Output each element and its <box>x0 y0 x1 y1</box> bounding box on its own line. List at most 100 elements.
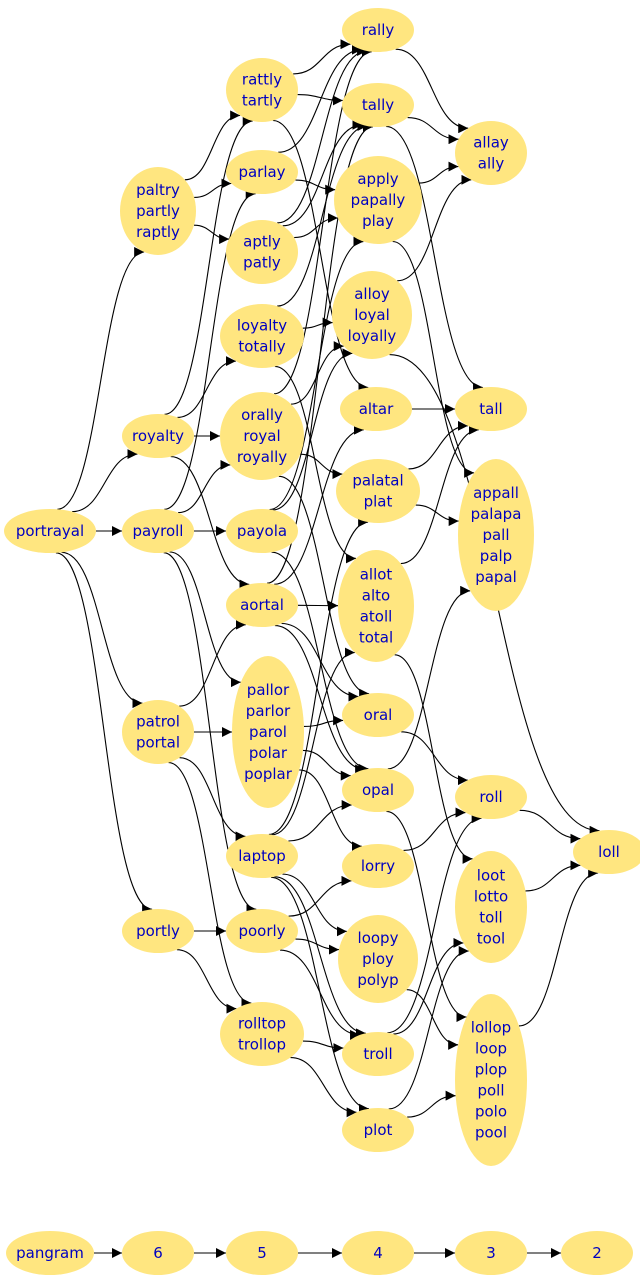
node-shape <box>122 700 194 764</box>
node-label: 4 <box>373 1244 383 1262</box>
edge-royalty-rattly <box>164 115 253 415</box>
node-shape <box>338 550 414 662</box>
node-label: polyp <box>357 971 398 989</box>
node-label: loyalty <box>237 317 287 335</box>
node-label: poplar <box>244 765 293 783</box>
edge-pallor-lorry <box>299 769 362 852</box>
node-shape <box>342 693 414 737</box>
node-label: loyal <box>354 306 390 324</box>
node-plot: plot <box>342 1108 414 1152</box>
edge-portrayal-royalty <box>71 449 138 513</box>
edge-roll-loll <box>519 809 581 844</box>
edge-apply-allay <box>418 161 459 184</box>
node-label: 2 <box>592 1244 602 1262</box>
node-label: oral <box>364 706 393 724</box>
node-shape <box>220 304 304 368</box>
node-label: patrol <box>136 713 180 731</box>
node-label: royalty <box>132 427 184 445</box>
edge-aortal-opal <box>274 624 366 775</box>
node-loyalty: loyalty totally <box>220 304 304 368</box>
edge-royalty-loyalty <box>177 356 236 418</box>
edge-payroll-orally <box>178 459 231 514</box>
edge-allot-tall <box>400 424 479 565</box>
edge-poorly-loopy <box>295 938 339 955</box>
node-label: papal <box>475 568 517 586</box>
node-label: loyally <box>348 327 397 345</box>
node-label: rattly <box>242 71 282 89</box>
node-label: allot <box>360 566 393 584</box>
edge-rattly-tally <box>297 94 343 106</box>
node-shape <box>226 509 298 553</box>
node-shape <box>342 8 414 52</box>
node-poorly: poorly <box>226 909 298 953</box>
node-pangram: pangram <box>6 1231 94 1275</box>
node-label: portrayal <box>16 522 84 540</box>
node-label: papally <box>351 191 406 209</box>
edge-laptop-palatal <box>268 517 369 835</box>
node-label: total <box>359 629 393 647</box>
edge-palatal-appall <box>415 504 459 527</box>
node-shape <box>455 1231 527 1275</box>
edge-troll-loot <box>393 937 464 1035</box>
node-label: play <box>362 212 394 230</box>
node-label: orally <box>241 406 283 424</box>
node-tally: tally <box>342 83 414 127</box>
node-three: 3 <box>455 1231 527 1275</box>
node-label: poorly <box>238 922 285 940</box>
node-label: plop <box>475 1061 507 1079</box>
node-label: totally <box>238 338 285 356</box>
node-label: royally <box>237 448 287 466</box>
node-opal: opal <box>342 768 414 812</box>
node-label: palp <box>480 547 512 565</box>
node-tall: tall <box>455 387 527 431</box>
node-label: raptly <box>136 223 180 241</box>
node-shape <box>334 156 422 244</box>
node-label: portal <box>136 734 180 752</box>
node-patrol: patrol portal <box>122 700 194 764</box>
node-label: loop <box>475 1040 507 1058</box>
edge-portly-rolltop <box>176 949 237 1014</box>
node-label: allay <box>473 134 509 152</box>
node-label: parlay <box>238 163 285 181</box>
node-shape <box>120 167 196 255</box>
node-label: troll <box>363 1045 392 1063</box>
node-shape <box>342 1231 414 1275</box>
edge-payroll-pallor <box>169 551 241 688</box>
node-label: apply <box>357 170 398 188</box>
node-label: poll <box>477 1082 504 1100</box>
node-label: plat <box>364 493 393 511</box>
edge-portrayal-portly <box>55 552 153 915</box>
node-shape <box>455 994 527 1166</box>
edge-laptop-troll <box>274 876 366 1039</box>
edge-payroll-poorly <box>163 552 257 915</box>
node-shape <box>342 844 414 888</box>
edge-aortal-oral <box>281 622 359 702</box>
node-portrayal: portrayal <box>4 509 96 553</box>
node-troll: troll <box>342 1032 414 1076</box>
node-label: toll <box>479 909 502 927</box>
node-shape <box>226 220 298 284</box>
node-shape <box>455 851 527 963</box>
node-label: loot <box>477 867 506 885</box>
node-label: plot <box>364 1121 393 1139</box>
node-label: polo <box>475 1103 507 1121</box>
node-label: loll <box>598 843 620 861</box>
node-shape <box>6 1231 94 1275</box>
node-label: portly <box>136 922 180 940</box>
edge-parlay-rally <box>278 44 362 153</box>
node-shape <box>340 387 412 431</box>
node-label: parlor <box>246 702 291 720</box>
node-label: palapa <box>471 505 522 523</box>
node-label: polar <box>249 744 288 762</box>
node-label: ally <box>478 155 505 173</box>
edge-troll-roll <box>387 813 482 1034</box>
node-aortal: aortal <box>226 583 298 627</box>
edge-palatal-tall <box>408 420 468 470</box>
node-shape <box>122 909 194 953</box>
node-shape <box>342 83 414 127</box>
